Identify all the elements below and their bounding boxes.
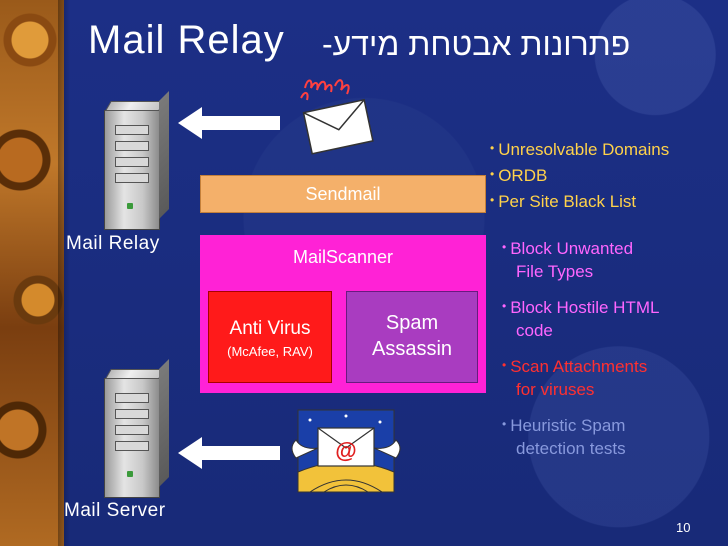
mailscanner-feature-item: •Block Unwanted File Types	[502, 236, 659, 283]
gear-decoration-strip	[0, 0, 70, 546]
sendmail-feature-item: •ORDB	[490, 166, 548, 185]
mailscanner-feature-list: •Block Unwanted File Types •Block Hostil…	[502, 236, 659, 460]
sendmail-feature-list: •Unresolvable Domains •ORDB •Per Site Bl…	[490, 136, 669, 214]
mail-server-label: Mail Server	[64, 500, 166, 521]
sendmail-feature-text: Unresolvable Domains	[498, 140, 670, 159]
feature-line: for viruses	[516, 380, 595, 399]
feature-line: Heuristic Spam	[510, 416, 626, 435]
feature-line: Scan Attachments	[510, 357, 648, 376]
clean-envelope-icon: @	[291, 409, 401, 493]
spam-envelope-icon	[300, 79, 374, 155]
feature-line: code	[516, 321, 553, 340]
svg-text:@: @	[335, 438, 356, 463]
slide-title-hebrew: פתרונות אבטחת מידע-	[322, 26, 631, 62]
sendmail-feature-item: •Per Site Black List	[490, 192, 637, 211]
spamassassin-line2: Assassin	[371, 338, 453, 360]
sendmail-feature-text: ORDB	[498, 166, 548, 185]
mail-relay-server-icon	[104, 110, 160, 230]
feature-line: Block Unwanted	[510, 239, 634, 258]
sendmail-box: Sendmail	[200, 175, 486, 213]
sendmail-feature-item: •Unresolvable Domains	[490, 140, 670, 159]
mailscanner-feature-item: •Block Hostile HTML code	[502, 298, 660, 340]
mailscanner-feature-item: •Heuristic Spam detection tests	[502, 413, 659, 460]
mailscanner-box: MailScanner Anti Virus (McAfee, RAV) Spa…	[200, 235, 486, 393]
mail-server-icon	[104, 378, 160, 498]
page-number: 10	[676, 520, 691, 535]
sendmail-label: Sendmail	[305, 183, 381, 204]
sendmail-feature-text: Per Site Black List	[498, 192, 637, 211]
feature-line: detection tests	[516, 439, 626, 458]
mailscanner-label: MailScanner	[292, 247, 394, 267]
feature-line: File Types	[516, 262, 594, 281]
mail-relay-label: Mail Relay	[66, 233, 160, 254]
slide-title: Mail Relay	[88, 18, 285, 62]
feature-line: Block Hostile HTML	[510, 298, 660, 317]
antivirus-title: Anti Virus	[229, 318, 311, 339]
spamassassin-box: Spam Assassin	[346, 291, 478, 383]
antivirus-subtitle: (McAfee, RAV)	[227, 344, 313, 359]
antivirus-box: Anti Virus (McAfee, RAV)	[208, 291, 332, 383]
arrow-to-server	[178, 437, 280, 469]
mailscanner-feature-item: •Scan Attachments for viruses	[502, 354, 659, 401]
arrow-to-relay	[178, 107, 280, 139]
spamassassin-line1: Spam	[385, 312, 439, 334]
